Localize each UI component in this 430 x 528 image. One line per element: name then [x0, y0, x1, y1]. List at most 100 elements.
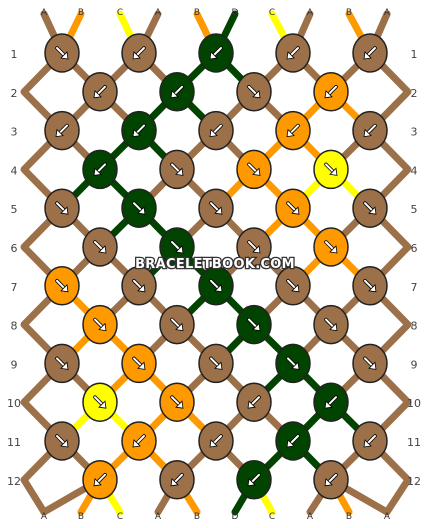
string-label-bottom: C — [269, 512, 275, 522]
arrow-down-left-icon — [93, 162, 107, 176]
string-label-top: A — [155, 8, 162, 18]
knot — [44, 421, 80, 461]
arrow-down-left-icon — [324, 395, 338, 409]
knot — [313, 149, 349, 190]
arrow-down-right-icon — [55, 46, 69, 60]
arrow-down-left-icon — [286, 123, 300, 138]
row-label-left: 9 — [11, 358, 18, 371]
knot — [44, 266, 80, 306]
arrow-down-right-icon — [247, 317, 261, 332]
arrow-down-right-icon — [93, 317, 107, 332]
arrow-down-right-icon — [132, 201, 146, 215]
knot — [352, 110, 388, 151]
knot — [121, 266, 157, 306]
row-label-left: 6 — [11, 242, 18, 255]
knot — [352, 33, 388, 73]
arrow-down-right-icon — [209, 278, 223, 293]
knot — [44, 188, 80, 228]
knot — [236, 460, 272, 500]
string-label-bottom: A — [384, 512, 391, 522]
row-label-right: 2 — [411, 87, 418, 100]
string-label-top: C — [117, 8, 123, 18]
arrow-down-right-icon — [209, 356, 223, 370]
arrow-down-left-icon — [132, 434, 146, 448]
arrow-down-right-icon — [324, 240, 338, 254]
arrow-down-right-icon — [55, 278, 69, 293]
arrow-down-left-icon — [170, 85, 184, 99]
row-label-right: 8 — [411, 320, 418, 333]
arrow-down-right-icon — [247, 85, 261, 99]
string-label-bottom: D — [232, 512, 239, 522]
knot — [198, 33, 234, 73]
arrow-down-left-icon — [363, 123, 377, 138]
row-label-left: 12 — [7, 475, 21, 488]
row-label-right: 12 — [407, 475, 421, 488]
row-label-right: 4 — [411, 164, 418, 177]
string-label-top: B — [346, 8, 352, 18]
row-label-left: 3 — [11, 126, 18, 139]
row-label-right: 1 — [411, 48, 418, 61]
row-label-left: 5 — [11, 203, 18, 216]
arrow-down-left-icon — [324, 85, 338, 99]
knot — [313, 304, 349, 345]
knot — [313, 382, 349, 422]
knot — [236, 382, 272, 422]
knot — [198, 188, 234, 228]
knot — [44, 343, 80, 384]
knot — [313, 72, 349, 112]
string-label-bottom: A — [307, 512, 314, 522]
string-label-bottom: B — [194, 512, 200, 522]
arrow-down-right-icon — [170, 162, 184, 176]
arrow-down-right-icon — [286, 201, 300, 215]
watermark: BRACELETBOOK.COM — [135, 257, 295, 272]
row-label-left: 2 — [11, 87, 18, 100]
arrow-down-right-icon — [286, 356, 300, 370]
knot — [275, 188, 311, 228]
knot — [198, 110, 234, 151]
arrow-down-left-icon — [209, 434, 223, 448]
string-label-bottom: A — [41, 512, 48, 522]
string-label-top: A — [41, 8, 48, 18]
knot — [275, 33, 311, 73]
string-label-top: A — [384, 8, 391, 18]
arrow-down-left-icon — [55, 123, 69, 138]
knot — [275, 266, 311, 306]
arrow-down-left-icon — [93, 85, 107, 99]
arrow-down-right-icon — [363, 201, 377, 215]
arrow-down-left-icon — [286, 434, 300, 448]
row-label-right: 10 — [407, 397, 421, 410]
knot — [44, 33, 80, 73]
knot — [159, 304, 195, 345]
row-label-left: 8 — [11, 320, 18, 333]
string-label-bottom: C — [117, 512, 123, 522]
knot — [121, 188, 157, 228]
arrow-down-left-icon — [286, 46, 300, 60]
arrow-down-right-icon — [170, 395, 184, 409]
arrow-down-right-icon — [132, 278, 146, 293]
knot — [82, 460, 118, 500]
knot — [236, 149, 272, 190]
arrow-down-right-icon — [363, 278, 377, 293]
knot — [121, 421, 157, 461]
string-label-bottom: B — [346, 512, 352, 522]
knot — [275, 421, 311, 461]
arrow-down-left-icon — [363, 434, 377, 448]
knot-grid — [44, 33, 388, 500]
arrow-down-right-icon — [324, 317, 338, 332]
string-label-top: B — [78, 8, 84, 18]
knot — [82, 72, 118, 112]
arrow-down-right-icon — [324, 162, 338, 176]
knot — [198, 343, 234, 384]
row-label-right: 9 — [411, 358, 418, 371]
knot — [82, 149, 118, 190]
arrow-down-left-icon — [93, 472, 107, 487]
arrow-down-right-icon — [286, 278, 300, 293]
knot — [198, 421, 234, 461]
string-label-top: B — [194, 8, 200, 18]
arrow-down-right-icon — [55, 434, 69, 448]
arrow-down-right-icon — [247, 240, 261, 254]
knot — [352, 266, 388, 306]
